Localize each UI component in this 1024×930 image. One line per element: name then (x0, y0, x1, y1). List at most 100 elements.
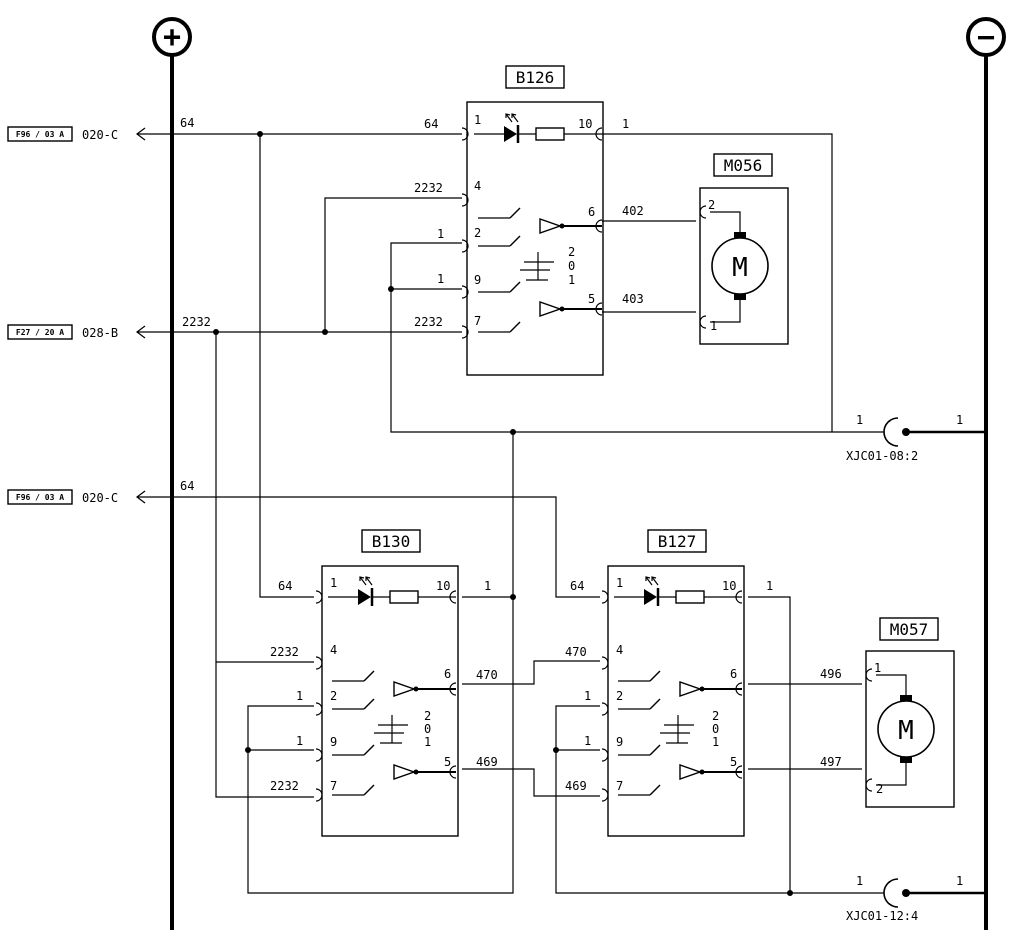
svg-text:2232: 2232 (270, 645, 299, 659)
svg-text:6: 6 (444, 667, 451, 681)
svg-text:2: 2 (474, 226, 481, 240)
wire-number: 64 (180, 479, 194, 493)
svg-text:9: 9 (474, 273, 481, 287)
component-label-box (647, 529, 707, 553)
svg-text:469: 469 (565, 779, 587, 793)
svg-text:1: 1 (874, 661, 881, 675)
switch-b130: B130 64 2232 1 1 2232 1 470 469 1 10 4 2… (270, 529, 498, 837)
fuse-ref-box (7, 126, 73, 142)
motor-symbol: M (732, 253, 748, 283)
positive-terminal-label: + (163, 20, 181, 55)
svg-text:469: 469 (476, 755, 498, 769)
svg-text:4: 4 (474, 179, 481, 193)
wire-ref-label: 028-B (82, 326, 118, 340)
wire-number: 2232 (182, 315, 211, 329)
svg-text:10: 10 (578, 117, 592, 131)
svg-text:1: 1 (956, 413, 963, 427)
svg-text:1: 1 (330, 576, 337, 590)
switch-body (607, 565, 745, 837)
component-label-box (361, 529, 421, 553)
fuse-ref-box (7, 489, 73, 505)
svg-text:1: 1 (622, 117, 629, 131)
motor-m057: M057 M 1 2 (865, 617, 955, 808)
svg-text:1: 1 (296, 734, 303, 748)
svg-text:9: 9 (616, 735, 623, 749)
svg-text:5: 5 (730, 755, 737, 769)
fuse-ref-box (7, 324, 73, 340)
component-label: M057 (890, 620, 929, 639)
svg-text:2: 2 (424, 709, 431, 723)
fuse-ref-label: F27 / 20 A (16, 328, 64, 337)
svg-text:0: 0 (568, 259, 575, 273)
svg-text:2: 2 (568, 245, 575, 259)
svg-text:2: 2 (712, 709, 719, 723)
svg-text:1: 1 (474, 113, 481, 127)
component-label: M056 (724, 156, 763, 175)
svg-text:6: 6 (588, 205, 595, 219)
svg-text:1: 1 (856, 413, 863, 427)
svg-text:1: 1 (296, 689, 303, 703)
svg-text:1: 1 (484, 579, 491, 593)
ref-low: F96 / 03 A 020-C 64 (7, 479, 600, 598)
svg-text:64: 64 (570, 579, 584, 593)
wiring (213, 131, 986, 908)
svg-text:2: 2 (876, 782, 883, 796)
component-label: B127 (658, 532, 697, 551)
connector-xjc01-08-2: 1 1 XJC01-08:2 (846, 413, 963, 463)
svg-text:4: 4 (616, 643, 623, 657)
switch-b126: B126 64 2232 1 1 2232 1 402 403 1 10 4 2… (414, 65, 644, 376)
svg-text:1: 1 (437, 227, 444, 241)
component-label: B126 (516, 68, 555, 87)
connector-label: XJC01-08:2 (846, 449, 918, 463)
svg-text:64: 64 (424, 117, 438, 131)
svg-text:403: 403 (622, 292, 644, 306)
svg-text:2: 2 (330, 689, 337, 703)
connector-label: XJC01-12:4 (846, 909, 918, 923)
fuse-ref-label: F96 / 03 A (16, 130, 64, 139)
svg-text:10: 10 (722, 579, 736, 593)
svg-text:470: 470 (565, 645, 587, 659)
wire-number: 64 (180, 116, 194, 130)
svg-text:2: 2 (616, 689, 623, 703)
component-label-box (505, 65, 565, 89)
switch-body (321, 565, 459, 837)
svg-text:9: 9 (330, 735, 337, 749)
svg-text:497: 497 (820, 755, 842, 769)
svg-text:0: 0 (424, 722, 431, 736)
svg-text:7: 7 (330, 779, 337, 793)
svg-text:1: 1 (584, 734, 591, 748)
svg-text:1: 1 (956, 874, 963, 888)
fuse-ref-label: F96 / 03 A (16, 493, 64, 502)
component-label-box (713, 153, 773, 177)
svg-text:1: 1 (568, 273, 575, 287)
svg-text:10: 10 (436, 579, 450, 593)
svg-text:64: 64 (278, 579, 292, 593)
svg-text:1: 1 (712, 735, 719, 749)
svg-text:496: 496 (820, 667, 842, 681)
svg-text:402: 402 (622, 204, 644, 218)
svg-text:1: 1 (424, 735, 431, 749)
svg-text:1: 1 (856, 874, 863, 888)
svg-text:6: 6 (730, 667, 737, 681)
svg-text:2232: 2232 (414, 181, 443, 195)
switch-b127: B127 64 470 1 1 469 1 496 497 1 10 4 2 9… (565, 529, 842, 837)
ref-top: F96 / 03 A 020-C 64 (7, 116, 462, 142)
svg-text:1: 1 (710, 319, 717, 333)
ref-mid: F27 / 20 A 028-B 2232 (7, 315, 462, 340)
motor-m056: M056 M 2 1 (699, 153, 789, 345)
component-label: B130 (372, 532, 411, 551)
svg-text:2232: 2232 (270, 779, 299, 793)
switch-body (466, 101, 604, 376)
connector-xjc01-12-4: 1 1 XJC01-12:4 (846, 874, 963, 923)
wire-ref-label: 020-C (82, 128, 118, 142)
component-label-box (879, 617, 939, 641)
svg-text:1: 1 (616, 576, 623, 590)
svg-text:1: 1 (584, 689, 591, 703)
negative-terminal-icon (966, 17, 1006, 57)
positive-terminal-icon (152, 17, 192, 57)
svg-text:7: 7 (616, 779, 623, 793)
svg-text:4: 4 (330, 643, 337, 657)
svg-text:5: 5 (444, 755, 451, 769)
svg-text:0: 0 (712, 722, 719, 736)
svg-text:470: 470 (476, 668, 498, 682)
